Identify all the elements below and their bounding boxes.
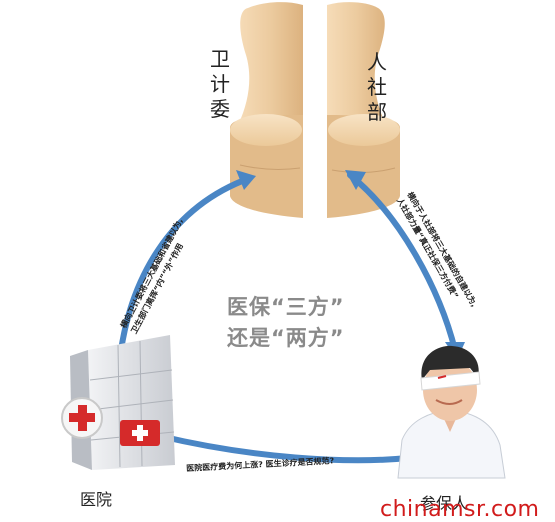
watermark-text: chinamsr.com bbox=[380, 497, 540, 522]
label-insured: 参保人 bbox=[420, 494, 469, 513]
patient-icon bbox=[397, 345, 506, 479]
label-hospital: 医院 bbox=[80, 490, 113, 509]
label-weijiwei: 卫计委 bbox=[209, 47, 231, 122]
center-title-line2: 还是“两方” bbox=[227, 326, 345, 350]
hospital-building-icon bbox=[61, 335, 175, 470]
label-weijiwei-text: 卫计委 bbox=[210, 47, 230, 121]
center-title-line1: 医保“三方” bbox=[227, 295, 345, 319]
label-renshebu-text: 人社部 bbox=[367, 50, 387, 124]
label-renshebu: 人社部 bbox=[366, 50, 388, 125]
split-seal-icon bbox=[230, 2, 400, 218]
